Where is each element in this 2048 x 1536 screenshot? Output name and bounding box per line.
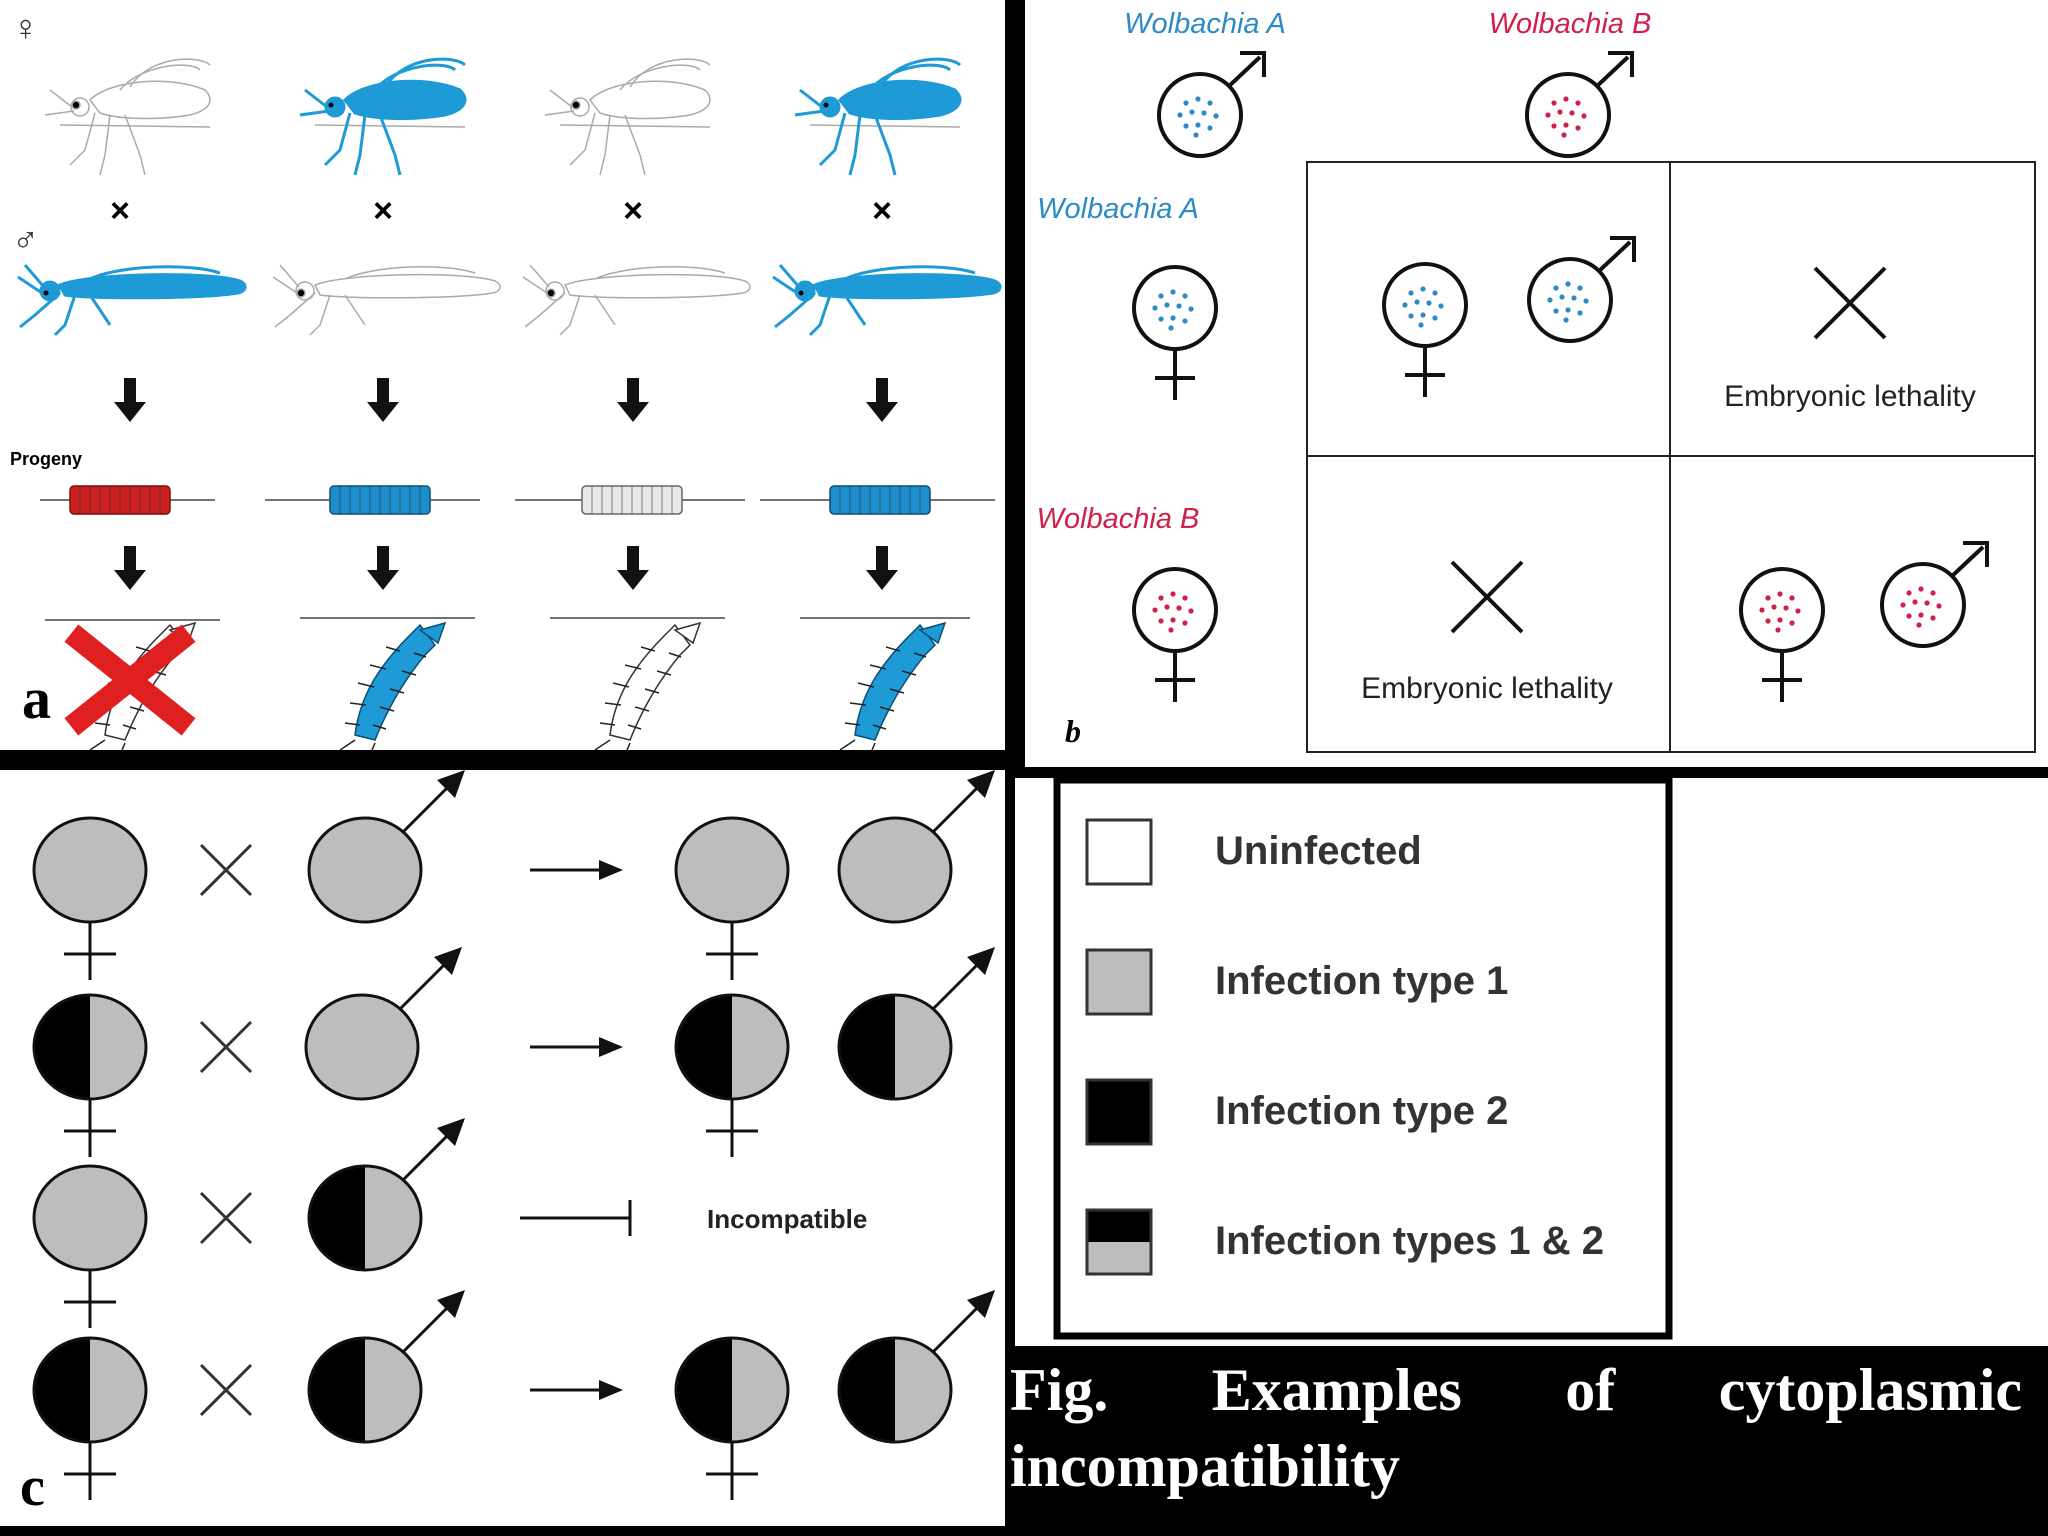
panel-b-diagram: Wolbachia A Wolbachia B Wolbachia A Wolb…: [1037, 8, 2036, 753]
male-mosquito-3: [522, 264, 751, 336]
progeny-label: Progeny: [10, 449, 82, 469]
legend-label-type2: Infection type 2: [1215, 1089, 1508, 1133]
male-mosquito-2: [272, 264, 501, 336]
male-wolbachia-b-icon: [1525, 51, 1634, 158]
down-arrow-icon: [367, 378, 399, 422]
legend-diagram: Uninfected Infection type 1 Infection ty…: [1053, 778, 1673, 1340]
col-header-wolbachia-b: Wolbachia B: [1489, 8, 1652, 40]
incompatible-label: Incompatible: [707, 1204, 867, 1234]
swatch-type1and2-top: [1087, 1210, 1151, 1242]
female-wolbachia-b-icon: [1132, 567, 1218, 704]
cell-b-a-lethal: Embryonic lethality: [1361, 560, 1613, 705]
swatch-type2: [1085, 1078, 1153, 1146]
egg-raft-3: [581, 485, 683, 515]
swatch-type1: [1085, 948, 1153, 1016]
down-arrow-icon: [866, 546, 898, 590]
figure-caption: Fig. Examples of cytoplasmic incompatibi…: [1010, 1357, 2022, 1499]
offspring-male-type1-icon: [837, 770, 997, 924]
cross-x-icon: [1450, 560, 1524, 634]
offspring-female-type1and2-icon: [674, 1336, 790, 1502]
offspring-female-type1and2-icon: [674, 993, 790, 1159]
legend-item-type1: Infection type 1: [1085, 948, 1508, 1016]
down-arrow-icon: [866, 378, 898, 422]
offspring-male-type1and2-icon: [837, 1288, 997, 1444]
female-type1-icon: [32, 816, 148, 982]
cross-x-icon: [1813, 266, 1887, 340]
row-4-cross: [32, 1288, 997, 1502]
offspring-female-type1-icon: [674, 816, 790, 982]
cross-mark-3: ×: [623, 192, 643, 230]
female-type1-icon: [32, 1164, 148, 1330]
offspring-male-type1and2-icon: [837, 945, 997, 1101]
larva-3: [594, 622, 701, 750]
panel-label-c: c: [20, 1456, 45, 1518]
legend-item-type2: Infection type 2: [1085, 1078, 1508, 1146]
female-mosquito-3: [544, 58, 711, 176]
panel-c-infection-types: Incompatible c: [0, 770, 1005, 1526]
cross-mark-2: ×: [373, 192, 393, 230]
female-symbol-a: ♀: [12, 7, 39, 48]
male-type1and2-icon: [307, 1288, 467, 1444]
lethal-label-2: Embryonic lethality: [1361, 672, 1613, 705]
swatch-type1and2-bottom: [1087, 1242, 1151, 1274]
panel-label-a: a: [22, 666, 51, 731]
legend-item-type1and2: Infection types 1 & 2: [1085, 1208, 1604, 1276]
down-arrow-icon: [114, 378, 146, 422]
legend-label-uninfected: Uninfected: [1215, 829, 1422, 873]
male-mosquito-1: [16, 263, 247, 337]
cross-mark-4: ×: [872, 192, 892, 230]
col-header-wolbachia-a: Wolbachia A: [1124, 8, 1286, 40]
cell-b-b-compatible: [1739, 541, 1989, 704]
row-header-wolbachia-a: Wolbachia A: [1037, 193, 1199, 225]
cell-a-a-compatible: [1382, 236, 1636, 399]
male-symbol-a: ♂: [12, 219, 39, 260]
down-arrow-icon: [617, 378, 649, 422]
down-arrow-icon: [617, 546, 649, 590]
panel-b-wolbachia-grid: Wolbachia A Wolbachia B Wolbachia A Wolb…: [1025, 0, 2048, 767]
panel-c-diagram: Incompatible c: [20, 770, 997, 1518]
female-type1and2-icon: [32, 993, 148, 1159]
female-mosquito-1: [44, 58, 211, 176]
egg-raft-2: [329, 485, 431, 515]
male-mosquito-4: [771, 263, 1002, 337]
male-type1-icon: [304, 945, 464, 1101]
larva-2: [339, 622, 446, 750]
blocked-arrow-icon: [520, 1200, 632, 1236]
panel-a-mosquito-crosses: ♀ ♂ × × × ×: [0, 0, 1005, 750]
female-mosquito-4: [793, 57, 962, 177]
row-header-wolbachia-b: Wolbachia B: [1037, 503, 1200, 535]
red-x-icon: [64, 624, 196, 736]
lethal-label-1: Embryonic lethality: [1724, 380, 1976, 413]
row-2-cross: [32, 945, 997, 1159]
legend-label-type1: Infection type 1: [1215, 959, 1508, 1003]
swatch-uninfected: [1085, 818, 1153, 886]
down-arrow-icon: [367, 546, 399, 590]
larva-4: [839, 622, 946, 750]
male-type1-icon: [307, 770, 467, 924]
egg-raft-1: [69, 485, 171, 515]
female-mosquito-2: [298, 57, 467, 177]
male-wolbachia-a-icon: [1157, 51, 1266, 158]
legend-border: [1053, 778, 1673, 1340]
male-type1and2-icon: [307, 1116, 467, 1272]
legend-panel: Uninfected Infection type 1 Infection ty…: [1015, 778, 2048, 1346]
panel-a-diagram: ♀ ♂ × × × ×: [10, 7, 1002, 750]
crossing-grid: [1306, 161, 2036, 753]
cross-mark-1: ×: [110, 192, 130, 230]
row-3-cross: Incompatible: [32, 1116, 867, 1330]
legend-label-type1and2: Infection types 1 & 2: [1215, 1219, 1604, 1263]
panel-label-b: b: [1065, 713, 1081, 749]
legend-item-uninfected: Uninfected: [1085, 818, 1422, 886]
down-arrow-icon: [114, 546, 146, 590]
cell-a-b-lethal: Embryonic lethality: [1724, 266, 1976, 413]
row-1-cross: [32, 770, 997, 982]
female-wolbachia-a-icon: [1132, 265, 1218, 402]
female-type1and2-icon: [32, 1336, 148, 1502]
egg-raft-4: [829, 485, 931, 515]
